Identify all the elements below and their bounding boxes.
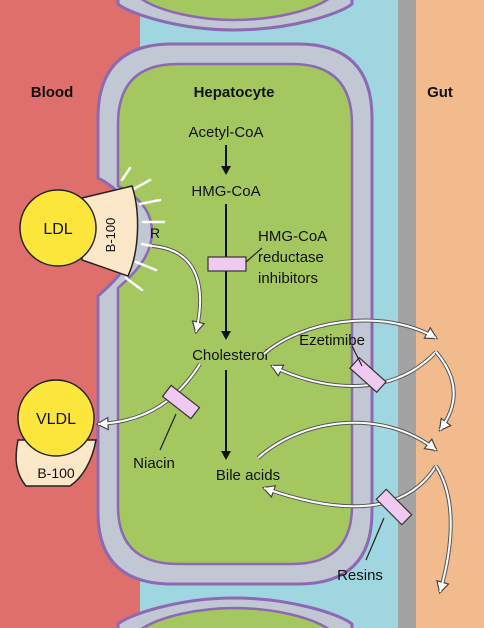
bile-to-gut-arrow-fill xyxy=(257,421,437,459)
statin-label-line3: inhibitors xyxy=(258,270,318,287)
vldl-label: VLDL xyxy=(36,411,76,428)
vldl-apob100-label: B-100 xyxy=(37,465,75,481)
bile-gut-transit-arrow-fill xyxy=(435,465,452,593)
acetyl-coa-label: Acetyl-CoA xyxy=(188,124,263,141)
ezetimibe-inhibitor-block xyxy=(349,356,387,394)
hepatocyte-cytoplasm xyxy=(116,62,354,566)
resins-label: Resins xyxy=(337,567,383,584)
gut-region-label: Gut xyxy=(427,84,453,101)
hepatocyte-region-label: Hepatocyte xyxy=(194,84,275,101)
hmg-coa-label: HMG-CoA xyxy=(191,183,260,200)
statin-pointer-line xyxy=(245,247,263,263)
vldl-apob100-cap xyxy=(15,439,97,487)
ldl-uptake-arrow-fill xyxy=(151,245,202,333)
resins-pointer-line xyxy=(365,517,385,561)
ldl-particle xyxy=(19,185,139,277)
vldl-core xyxy=(17,379,95,457)
niacin-pointer-line xyxy=(159,413,177,451)
statin-label-line1: HMG-CoA xyxy=(258,228,327,245)
ezetimibe-pointer-line xyxy=(351,345,363,367)
statin-label-line2: reductase xyxy=(258,249,324,266)
ldl-label: LDL xyxy=(43,221,72,238)
cholesterol-to-gut-arrow-fill xyxy=(263,319,437,355)
cholesterol-reabsorption-arrow-fill xyxy=(271,351,437,387)
cholesterol-label: Cholesterol xyxy=(192,347,268,364)
ezetimibe-label: Ezetimibe xyxy=(299,332,365,349)
niacin-label: Niacin xyxy=(133,455,175,472)
cholesterol-gut-transit-arrow-fill xyxy=(435,351,455,431)
neighbor-cell-bottom-inner xyxy=(140,606,330,628)
ldl-core xyxy=(19,189,97,267)
niacin-inhibitor-block xyxy=(161,384,201,420)
resins-inhibitor-block xyxy=(375,488,413,526)
vldl-secretion-arrow-fill xyxy=(97,363,201,425)
ldl-apob100-label: B-100 xyxy=(103,218,118,253)
bile-acids-label: Bile acids xyxy=(216,467,280,484)
statin-inhibitor-block xyxy=(207,256,247,272)
blood-region-label: Blood xyxy=(31,84,74,101)
ldl-apob100-cap xyxy=(81,185,139,277)
vldl-particle xyxy=(15,379,97,487)
gut-wall xyxy=(398,0,416,628)
receptor-label: R xyxy=(150,225,160,241)
neighbor-cell-top-inner xyxy=(140,0,330,22)
bile-reabsorption-arrow-fill xyxy=(263,465,437,508)
